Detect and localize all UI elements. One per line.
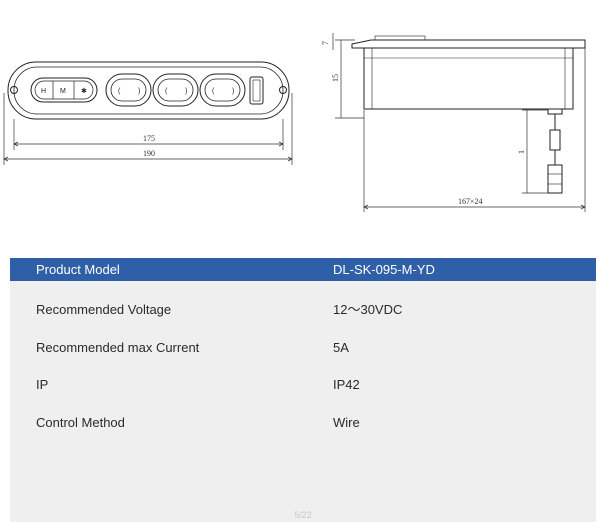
spec-row-label: Recommended max Current xyxy=(36,340,200,355)
svg-text:): ) xyxy=(185,88,187,95)
button-2-outline xyxy=(152,73,199,107)
front-view-button-marks: H M ✱ () () () xyxy=(41,87,234,95)
spec-row-label: IP xyxy=(36,377,49,392)
front-view xyxy=(7,61,290,120)
dimension-175: 175 xyxy=(143,134,155,143)
spec-row: IP IP42 xyxy=(10,373,596,396)
dimension-height: 15 xyxy=(331,74,340,82)
cable-connector xyxy=(547,164,563,194)
usb-port xyxy=(249,76,264,105)
svg-text:): ) xyxy=(232,88,234,95)
dimension-base: 167×24 xyxy=(458,197,483,206)
memory-button-group xyxy=(30,77,98,103)
mount-hole-left xyxy=(10,86,18,94)
dimension-top: 7 xyxy=(321,41,330,45)
front-view-dimensions xyxy=(3,93,293,165)
spec-row-value: 5A xyxy=(333,340,349,355)
side-button-profile xyxy=(374,35,426,41)
spec-row: Control Method Wire xyxy=(10,411,596,434)
drawing-svg: H M ✱ () () () 175 190 xyxy=(3,33,586,212)
side-view xyxy=(351,35,586,194)
spec-row-value: IP42 xyxy=(333,377,360,392)
button-3-outline xyxy=(199,73,246,107)
svg-text:(: ( xyxy=(212,88,215,95)
svg-text:H: H xyxy=(41,88,46,95)
svg-text:(: ( xyxy=(165,88,168,95)
dimension-190: 190 xyxy=(143,149,155,158)
spec-row: Recommended Voltage 12～30VDC xyxy=(10,298,596,321)
technical-drawing: H M ✱ () () () 175 190 xyxy=(0,0,601,232)
svg-text:M: M xyxy=(60,88,66,95)
spec-row-label: Recommended Voltage xyxy=(36,302,172,317)
svg-text:): ) xyxy=(138,88,140,95)
spec-header-value: DL-SK-095-M-YD xyxy=(333,262,435,277)
controller-inner-outline xyxy=(13,66,284,115)
spec-header-row: Product Model DL-SK-095-M-YD xyxy=(10,258,596,281)
spec-row: Recommended max Current 5A xyxy=(10,336,596,359)
spec-row-label: Control Method xyxy=(36,415,125,430)
svg-text:✱: ✱ xyxy=(81,87,87,95)
dimension-cable: 1 xyxy=(517,150,526,154)
mount-hole-right xyxy=(279,86,287,94)
side-body xyxy=(363,47,574,110)
controller-outline xyxy=(7,61,290,120)
side-top-flange xyxy=(351,39,586,49)
side-view-dimensions xyxy=(332,33,586,212)
spec-table: Product Model DL-SK-095-M-YD Recommended… xyxy=(10,258,596,522)
button-1-outline xyxy=(105,73,152,107)
spec-row-value: 12～30VDC xyxy=(333,302,403,317)
cable-strain-relief xyxy=(549,129,561,151)
page-number: 5/22 xyxy=(294,510,312,520)
spec-row-value: Wire xyxy=(333,415,360,430)
svg-text:(: ( xyxy=(118,88,121,95)
spec-header-label: Product Model xyxy=(36,262,120,277)
